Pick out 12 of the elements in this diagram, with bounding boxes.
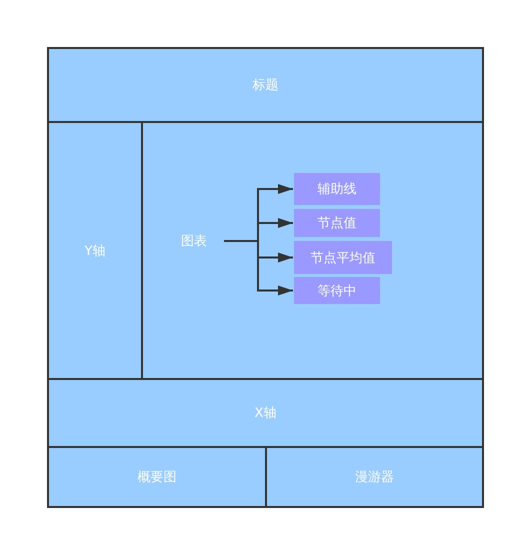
layout-panel: Y轴 [47,121,143,380]
layout-panel: 标题 [47,47,484,123]
text-label: 图表 [165,231,223,251]
label-box: 节点平均值 [294,241,392,274]
layout-panel: 漫游器 [265,446,484,508]
layout-panel: X轴 [47,378,484,448]
layout-panel [141,121,484,380]
label-box: 等待中 [294,277,380,304]
label-box: 节点值 [294,209,380,237]
arrow [223,184,293,296]
layout-panel: 概要图 [47,446,267,508]
label-box: 辅助线 [294,173,380,205]
